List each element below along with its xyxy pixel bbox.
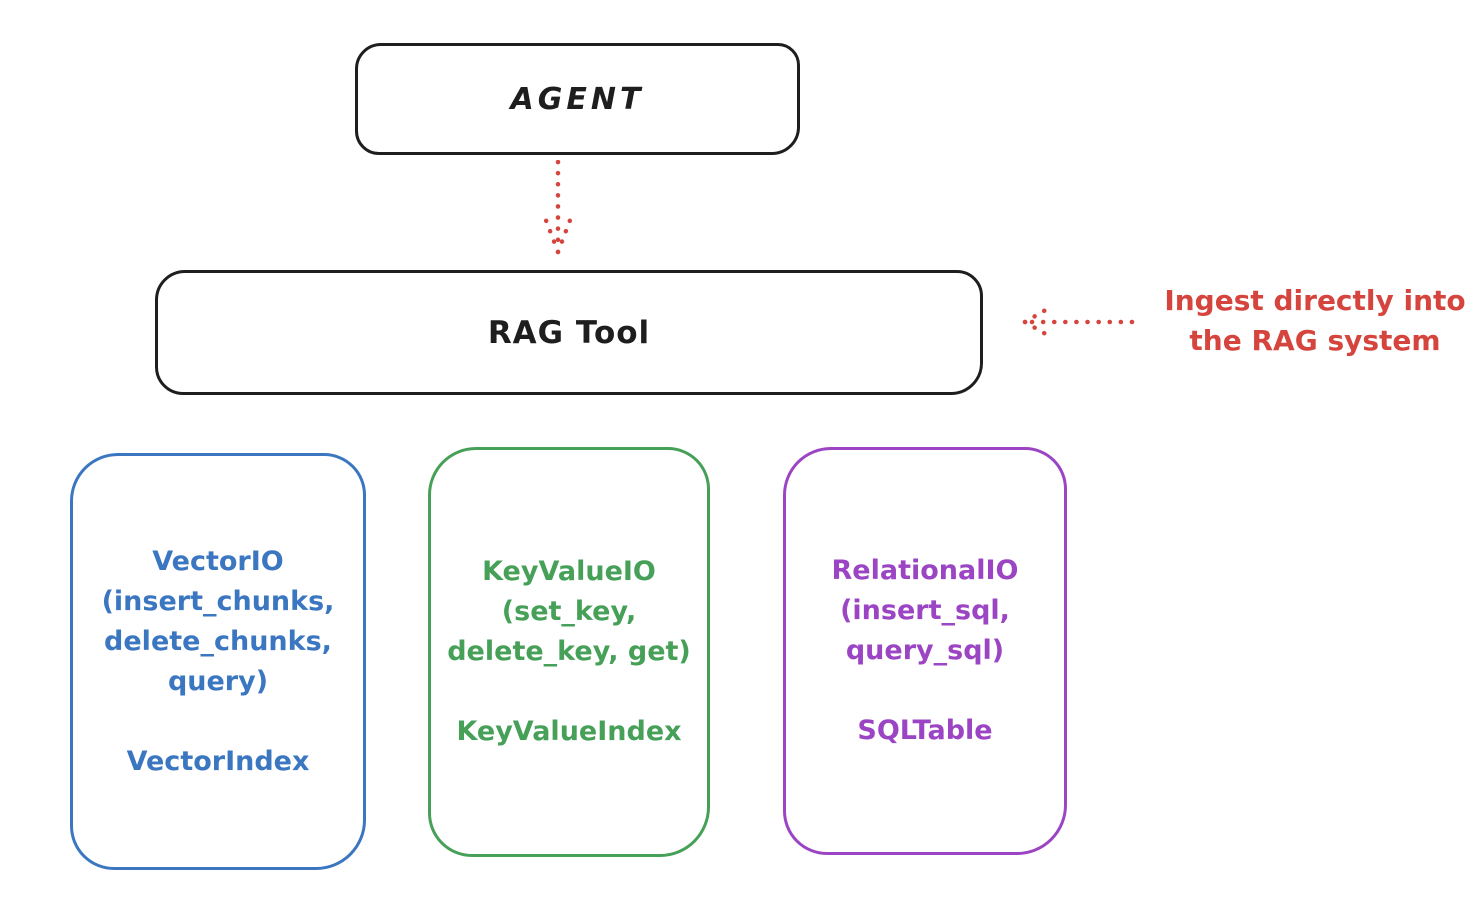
ingest-annotation-line1: Ingest directly into bbox=[1164, 284, 1466, 317]
key-value-io-node: KeyValueIO (set_key, delete_key, get) Ke… bbox=[428, 447, 710, 857]
agent-node: AGENT bbox=[355, 43, 800, 155]
key-value-io-api-line: (set_key, bbox=[501, 596, 637, 627]
vector-io-api-line: query) bbox=[167, 665, 269, 697]
vector-io-node: VectorIO (insert_chunks, delete_chunks, … bbox=[70, 453, 366, 870]
key-value-io-title: KeyValueIO bbox=[482, 556, 656, 587]
sql-table-label: SQLTable bbox=[857, 715, 993, 746]
ingest-annotation: Ingest directly into the RAG system bbox=[1145, 281, 1484, 361]
vector-index-label: VectorIndex bbox=[126, 745, 310, 777]
vector-io-title: VectorIO bbox=[152, 545, 284, 577]
agent-to-rag-arrow-icon bbox=[541, 160, 575, 255]
vector-io-api-line: delete_chunks, bbox=[104, 625, 332, 657]
agent-node-label: AGENT bbox=[510, 81, 645, 117]
relational-io-node: RelationalIO (insert_sql, query_sql) SQL… bbox=[783, 447, 1067, 855]
relational-io-api-line: (insert_sql, bbox=[840, 595, 1010, 626]
ingest-arrow-icon bbox=[1022, 305, 1135, 339]
relational-io-title: RelationalIO bbox=[831, 555, 1019, 586]
key-value-io-api-line: delete_key, get) bbox=[447, 636, 691, 667]
rag-tool-node-label: RAG Tool bbox=[487, 314, 651, 351]
relational-io-api-line: query_sql) bbox=[845, 635, 1005, 666]
vector-io-api-line: (insert_chunks, bbox=[101, 585, 335, 617]
ingest-annotation-line2: the RAG system bbox=[1189, 324, 1441, 357]
key-value-index-label: KeyValueIndex bbox=[456, 716, 682, 747]
rag-tool-node: RAG Tool bbox=[155, 270, 983, 395]
